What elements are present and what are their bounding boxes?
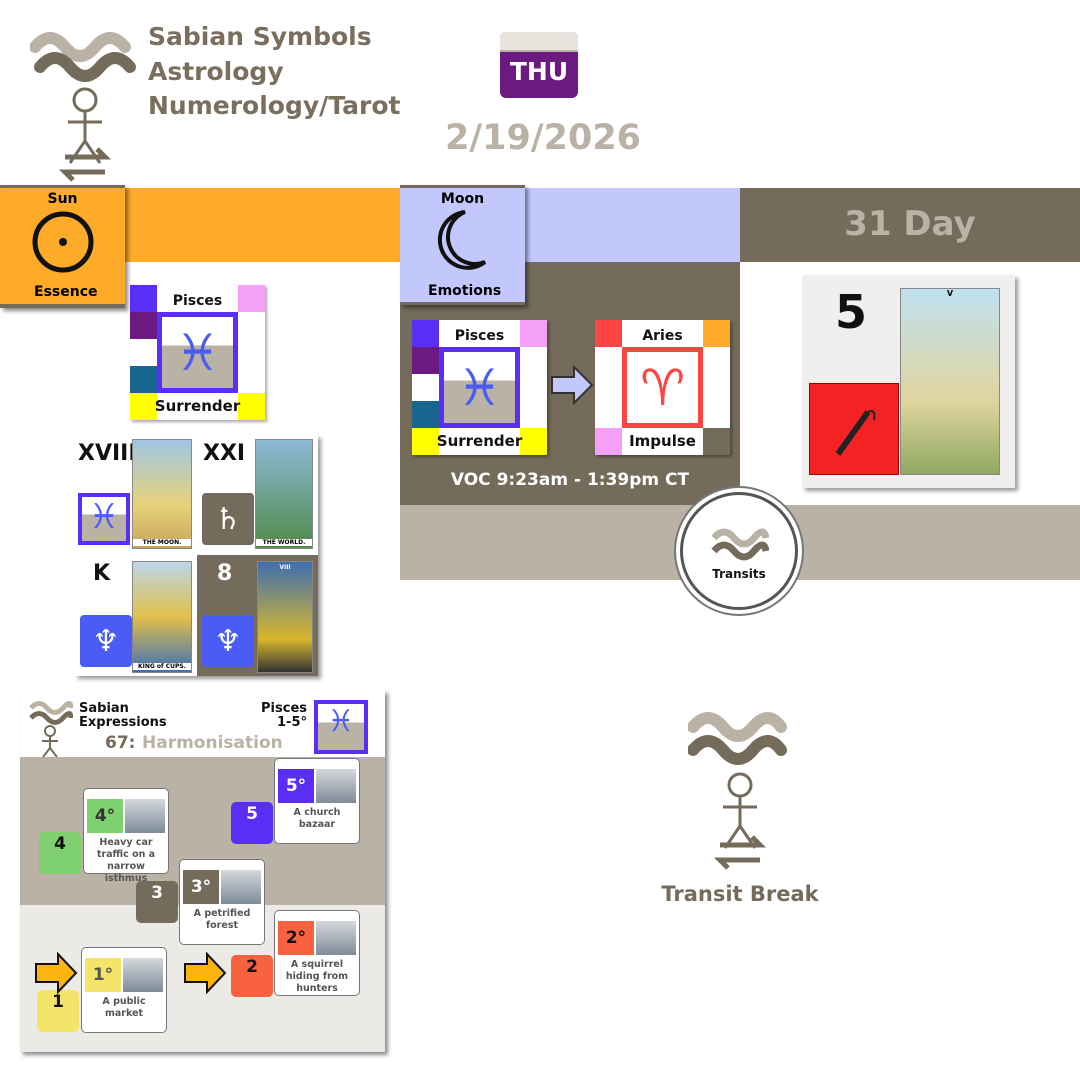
moon-to-sign-card: Aries ♈︎ Impulse (595, 320, 730, 455)
degree-text-3: A petrified forest (193, 908, 251, 931)
expressions-range: 1-5° (277, 715, 307, 730)
degree-badge-4: 4 (39, 832, 81, 874)
date: 2/19/2026 (445, 118, 642, 158)
day-band (740, 188, 1080, 262)
moon-to-sign: Aries (642, 328, 683, 344)
moon-from-sign-card: Pisces ♓︎ Surrender (412, 320, 547, 455)
tarot-card-king-of-cups[interactable]: KING of CUPS. (132, 561, 192, 673)
moon-glyph-icon (437, 210, 486, 270)
expressions-number: 67: (105, 733, 136, 753)
tarot-card-world[interactable]: THE WORLD. (255, 439, 313, 549)
degree-card-5[interactable]: 5°A church bazaar (274, 758, 360, 844)
degree-text-4: Heavy car traffic on a narrow isthmus (96, 837, 156, 884)
transits-label: Transits (712, 567, 766, 581)
title-line-1: Sabian Symbols (148, 22, 372, 51)
degree-badge-1: 1 (37, 990, 79, 1032)
sun-sign-name: Pisces (172, 293, 223, 309)
moon-from-sign: Pisces (454, 328, 505, 344)
degree-text-5: A church bazaar (293, 807, 341, 830)
tarot-numeral-2: XXI (203, 441, 246, 466)
degree-card-3[interactable]: 3°A petrified forest (179, 859, 265, 945)
sun-keyword: Surrender (154, 397, 241, 415)
expressions-title-2: Expressions (79, 715, 167, 730)
tarot-grid: XVIII ♓︎ THE MOON. XXI ♄ THE WORLD. K ♆ … (75, 435, 318, 676)
sabian-logo-icon (711, 528, 770, 561)
moon-box: Moon Emotions (400, 185, 525, 305)
pisces-icon: ♓︎ (457, 358, 502, 417)
transit-break-label: Transit Break (661, 882, 819, 906)
voc-text: VOC 9:23am - 1:39pm CT (450, 470, 690, 490)
saturn-icon: ♄ (202, 493, 254, 545)
arrow-right-icon (184, 952, 227, 994)
cups-icon: ♆ (80, 615, 132, 667)
wands-icon (809, 383, 899, 475)
cups-icon: ♆ (202, 615, 254, 667)
sun-label: Sun (47, 191, 78, 207)
day-card: 5 V (802, 275, 1015, 488)
tarot-card-eight-of-cups[interactable]: VIII (257, 561, 313, 673)
degree-card-2[interactable]: 2°A squirrel hiding from hunters (274, 910, 360, 996)
tarot-numeral-1: XVIII (78, 441, 137, 466)
day-number: 5 (834, 285, 867, 339)
expressions-sign: Pisces (261, 701, 307, 716)
expressions-title-1: Sabian (79, 701, 129, 716)
sun-sign-card: Pisces ♓︎ Surrender (130, 285, 265, 420)
moon-sub: Emotions (428, 283, 502, 299)
weekday: THU (509, 57, 569, 86)
moon-label: Moon (440, 191, 485, 207)
arrow-right-icon (551, 365, 594, 405)
degree-card-4[interactable]: 4°Heavy car traffic on a narrow isthmus (83, 788, 169, 884)
title-line-3: Numerology/Tarot (148, 91, 401, 120)
sun-glyph-icon (32, 211, 93, 273)
expressions-theme: Harmonisation (142, 733, 283, 753)
transit-break-logo-icon (688, 712, 787, 870)
degree-card-1[interactable]: 1°A public market (81, 947, 167, 1033)
pisces-icon: ♓︎ (314, 700, 368, 754)
transits-button[interactable]: Transits (680, 492, 798, 610)
pisces-icon: ♓︎ (78, 493, 130, 545)
calendar-icon: THU (500, 32, 578, 98)
moon-from-keyword: Surrender (436, 432, 523, 450)
sabian-logo-icon (29, 701, 73, 758)
sun-box: Sun Essence (0, 185, 125, 308)
aries-icon: ♈︎ (640, 358, 685, 417)
degree-badge-3: 3 (136, 881, 178, 923)
arrow-right-icon (35, 952, 78, 994)
sun-sub: Essence (34, 284, 98, 300)
degree-badge-2: 2 (231, 955, 273, 997)
tarot-numeral-3: K (93, 561, 111, 586)
tarot-numeral-4: 8 (217, 561, 233, 586)
pisces-icon: ♓︎ (175, 323, 220, 382)
tarot-card-five-of-wands[interactable]: V (900, 288, 1000, 475)
day-label: 31 Day (844, 204, 976, 244)
degree-text-1: A public market (102, 996, 146, 1019)
tarot-card-moon[interactable]: THE MOON. (132, 439, 192, 549)
moon-to-keyword: Impulse (629, 432, 696, 450)
degree-text-2: A squirrel hiding from hunters (285, 959, 349, 994)
sabian-logo-icon (30, 32, 136, 182)
title-line-2: Astrology (148, 57, 284, 86)
degree-badge-5: 5 (231, 802, 273, 844)
